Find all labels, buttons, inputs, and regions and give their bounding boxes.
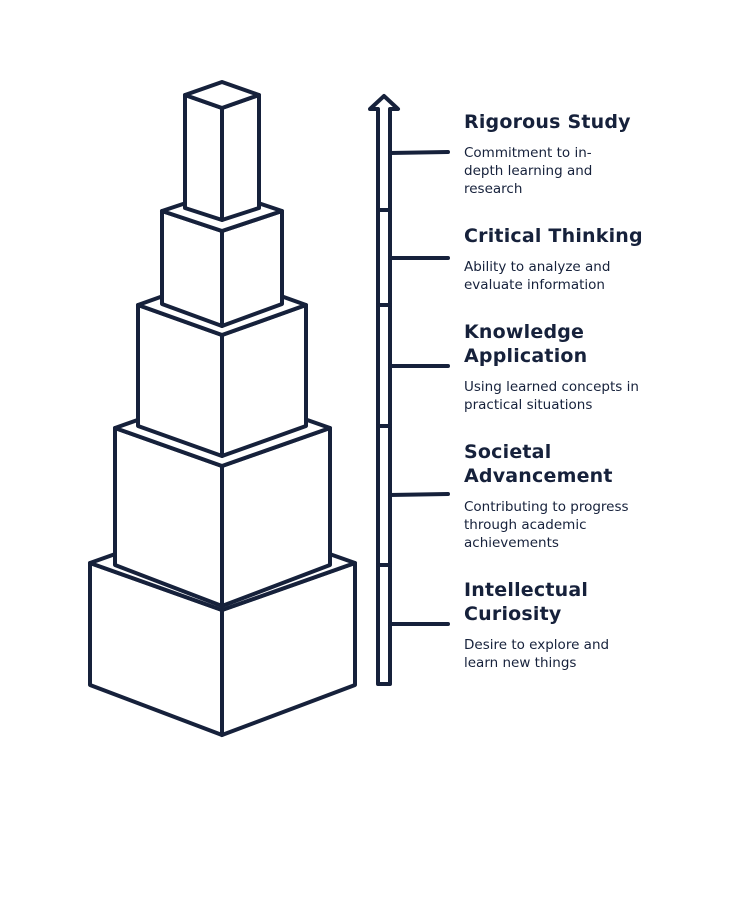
level-intellectual-curiosity: Intellectual Curiosity Desire to explore… [464,578,664,672]
level-knowledge-application: Knowledge Application Using learned conc… [464,320,664,414]
level-title: Knowledge Application [464,321,588,367]
level-title: Critical Thinking [464,225,643,247]
level-description: Desire to explore and learn new things [464,637,610,671]
progress-arrow [368,94,400,686]
level-societal-advancement: Societal Advancement Contributing to pro… [464,440,664,552]
level-critical-thinking: Critical Thinking Ability to analyze and… [464,224,664,294]
level-title: Intellectual Curiosity [464,579,589,625]
level-description: Commitment to in-depth learning and rese… [464,145,593,197]
cube-rigorous-study [183,80,261,222]
level-title: Societal Advancement [464,441,613,487]
level-description: Contributing to progress through academi… [464,499,629,551]
connectors [388,150,450,626]
level-description: Using learned concepts in practical situ… [464,379,639,413]
level-rigorous-study: Rigorous Study Commitment to in-depth le… [464,110,664,198]
level-description: Ability to analyze and evaluate informat… [464,259,611,293]
level-title: Rigorous Study [464,111,631,133]
